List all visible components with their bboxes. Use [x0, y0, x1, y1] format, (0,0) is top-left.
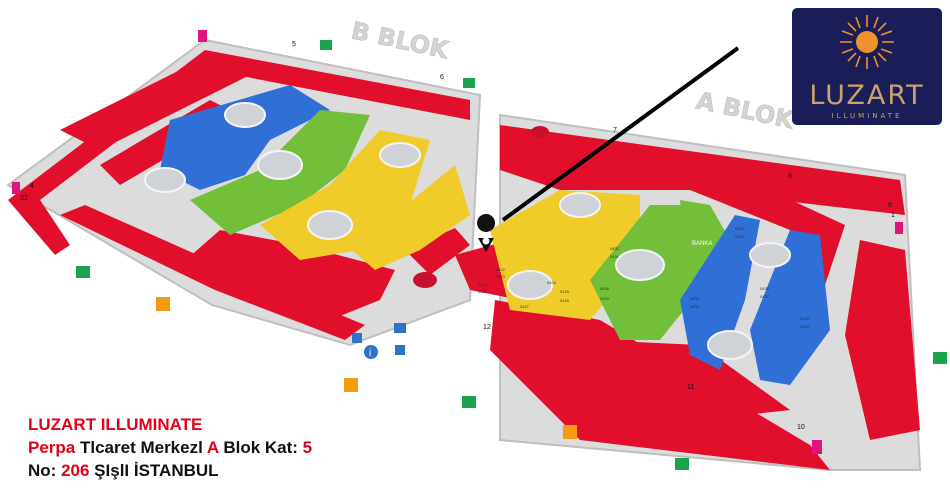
block-a-blue-zone: [680, 215, 760, 370]
svg-text:1: 1: [891, 212, 895, 219]
bank-label: BANKA: [692, 241, 712, 247]
logo-tagline: ILLUMINATE: [831, 112, 903, 120]
block-b-label: B BLOK: [349, 16, 452, 64]
luzart-logo: LUZART ILLUMINATE: [792, 8, 942, 125]
svg-text:0438: 0438: [800, 316, 810, 321]
block-b-red-mid: [180, 230, 395, 320]
location-pin-icon: [477, 214, 496, 252]
svg-text:0426: 0426: [560, 298, 570, 303]
svg-text:0437: 0437: [760, 294, 770, 299]
exit-icon: [76, 266, 90, 278]
block-b-yellow-zone-2: [340, 165, 470, 270]
info-icon: [364, 345, 378, 359]
svg-text:0423: 0423: [496, 274, 506, 279]
svg-text:7: 7: [613, 127, 617, 134]
svg-text:10: 10: [797, 424, 805, 431]
svg-text:0424: 0424: [547, 280, 557, 285]
block-a-blue-zone-2: [750, 230, 830, 385]
svg-text:0435: 0435: [690, 304, 700, 309]
block-a-label: A BLOK: [694, 86, 798, 134]
elevator-icon: [12, 182, 20, 194]
address-block: LUZART ILLUMINATE Perpa Tlcaret Merkezl …: [28, 413, 312, 482]
elevator-icon: [895, 222, 903, 234]
block-a-red-east: [845, 240, 920, 440]
svg-text:2: 2: [24, 195, 28, 202]
elevator-icon: [198, 30, 207, 42]
direction-arrows: [156, 297, 577, 439]
svg-text:0432: 0432: [735, 226, 745, 231]
svg-text:0425: 0425: [560, 289, 570, 294]
block-a-red-right: [690, 190, 845, 300]
arrow-up-icon: [156, 297, 170, 311]
address-line-1: Perpa Tlcaret Merkezl A Blok Kat: 5: [28, 438, 313, 457]
svg-text:12: 12: [483, 324, 491, 331]
block-b-blue-zone: [160, 85, 330, 190]
escalator-nodes: [144, 102, 791, 360]
svg-text:5: 5: [292, 41, 296, 48]
block-b-red-east: [405, 228, 470, 275]
block-a-red-lower: [590, 340, 790, 420]
block-b-red-outer: [8, 50, 470, 255]
svg-text:0430: 0430: [610, 246, 620, 251]
exit-signs: [76, 40, 947, 470]
svg-text:0431: 0431: [610, 254, 620, 259]
store-codes: 0420 0421 0422 0423 0424 0425 0426 0427 …: [478, 226, 810, 329]
svg-text:0429: 0429: [600, 296, 610, 301]
block-b-red-north: [60, 60, 250, 150]
restroom-icon: [395, 345, 405, 355]
svg-text:0439: 0439: [800, 324, 810, 329]
restroom-icon: [394, 323, 406, 333]
block-a-green-bank: [680, 200, 730, 290]
exit-icon: [462, 396, 476, 408]
svg-text:0427: 0427: [520, 304, 530, 309]
red-pillars: [413, 126, 549, 288]
svg-text:3: 3: [20, 195, 24, 202]
svg-text:8: 8: [788, 173, 792, 180]
sun-logo-icon: [840, 15, 894, 69]
logo-wordmark: LUZART: [809, 80, 925, 111]
exit-icon: [463, 78, 475, 88]
svg-text:0428: 0428: [600, 286, 610, 291]
arrow-up-icon: [563, 425, 577, 439]
svg-text:11: 11: [687, 384, 694, 391]
svg-text:0422: 0422: [496, 267, 506, 272]
restroom-icon: [352, 333, 362, 343]
restroom-signs: [352, 323, 406, 355]
company-name: LUZART ILLUMINATE: [28, 415, 203, 434]
svg-text:0436: 0436: [760, 286, 770, 291]
address-line-2: No: 206 ŞIşlI İSTANBUL: [28, 461, 219, 480]
svg-text:0421: 0421: [478, 289, 488, 294]
svg-text:6: 6: [440, 74, 444, 81]
elevator-signs: [12, 30, 903, 454]
svg-text:0433: 0433: [735, 234, 745, 239]
exit-icon: [675, 458, 689, 470]
svg-text:0434: 0434: [690, 296, 700, 301]
arrow-up-icon: [344, 378, 358, 392]
svg-text:9: 9: [888, 202, 892, 209]
pointer-line: [501, 46, 740, 222]
info-glyph: i: [369, 348, 371, 359]
stair-numbers: 1 2 3 4 5 6 7 8 9 10 11 12: [20, 41, 895, 431]
exit-icon: [933, 352, 947, 364]
svg-text:4: 4: [30, 183, 34, 190]
exit-icon: [320, 40, 332, 50]
svg-text:0420: 0420: [478, 282, 488, 287]
elevator-icon: [812, 440, 822, 454]
